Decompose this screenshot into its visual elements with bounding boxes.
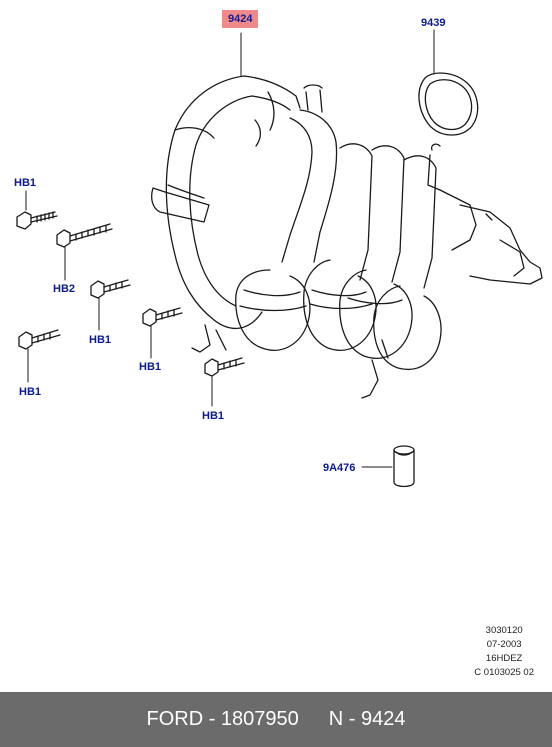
callout-9439: 9439 [421, 17, 446, 29]
callout-hb1-c: HB1 [89, 334, 112, 346]
bolt-b [56, 223, 113, 248]
callout-hb1-d: HB1 [19, 386, 42, 398]
bolt-f [204, 357, 245, 377]
callout-hb1-f: HB1 [202, 410, 225, 422]
bolt-d [18, 329, 61, 350]
callout-9424: 9424 [222, 10, 259, 28]
meta-line-1: 3030120 [485, 625, 523, 636]
gasket-ring [418, 72, 479, 136]
meta-line-3: 16HDEZ [485, 653, 523, 664]
meta-line-4: C 0103025 02 [474, 667, 534, 678]
sleeve-part [393, 445, 415, 488]
bolt-a [16, 211, 58, 230]
footer-item-number: N - 9424 [328, 708, 406, 730]
leader-lines [25, 29, 435, 468]
meta-line-2: 07-2003 [486, 639, 522, 650]
footer-bar: FORD - 1807950 N - 9424 [0, 692, 552, 747]
callout-hb1-e: HB1 [139, 361, 162, 373]
intake-manifold [151, 75, 543, 399]
exploded-parts-diagram [16, 29, 543, 488]
bolt-e [142, 307, 183, 327]
callout-9a476: 9A476 [323, 462, 356, 474]
bolt-c [90, 279, 131, 299]
footer-part-reference: FORD - 1807950 [146, 708, 299, 730]
callout-hb2: HB2 [53, 283, 76, 295]
callout-hb1-a: HB1 [14, 177, 37, 189]
drawing-metadata: 3030120 07-2003 16HDEZ C 0103025 02 [474, 624, 534, 680]
